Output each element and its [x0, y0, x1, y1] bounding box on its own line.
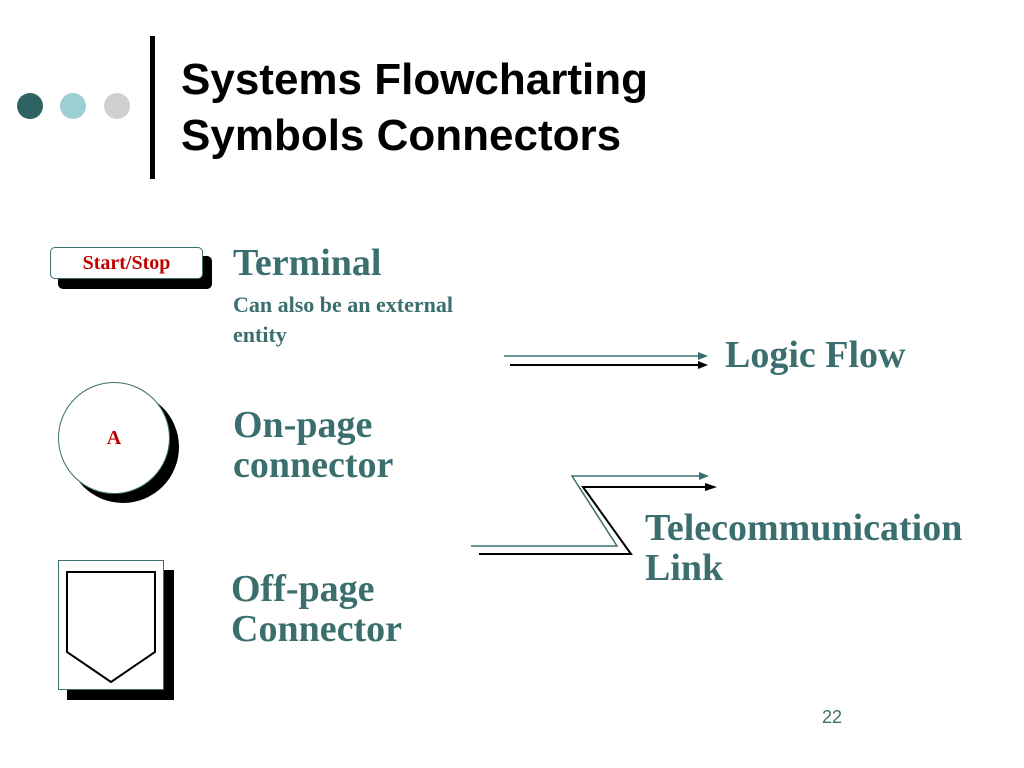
- on-page-connector-shape-text: A: [106, 427, 122, 449]
- telecommunication-link-arrow: [471, 472, 717, 555]
- logic-flow-label: Logic Flow: [725, 334, 906, 376]
- terminal-shape-text: Start/Stop: [82, 252, 171, 274]
- on-page-connector-label: On-page connector: [233, 405, 393, 485]
- on-page-connector-label-line-2: connector: [233, 444, 394, 486]
- terminal-note: Can also be an external entity: [233, 290, 453, 350]
- logic-flow-arrow: [504, 352, 708, 369]
- on-page-connector-symbol: A: [58, 382, 182, 506]
- decorative-dot-3: [104, 93, 130, 119]
- off-page-connector-label: Off-page Connector: [231, 569, 402, 649]
- terminal-label: Terminal: [233, 242, 382, 284]
- off-page-connector-symbol: [58, 560, 176, 702]
- terminal-note-line-1: Can also be an external: [233, 292, 453, 317]
- telecommunication-link-label-line-2: Link: [645, 547, 724, 589]
- terminal-symbol: Start/Stop: [50, 247, 214, 291]
- on-page-connector-shape: [58, 382, 170, 494]
- slide-title: Systems Flowcharting Symbols Connectors: [181, 52, 648, 164]
- decorative-dot-2: [60, 93, 86, 119]
- telecommunication-link-label-line-1: Telecommunication: [645, 507, 963, 549]
- page-number: 22: [822, 707, 843, 727]
- slide-title-line-2: Symbols Connectors: [181, 111, 622, 160]
- off-page-connector-label-line-1: Off-page: [231, 568, 375, 610]
- terminal-shape: [50, 247, 203, 279]
- terminal-note-line-2: entity: [233, 322, 287, 347]
- off-page-connector-shape: [66, 571, 156, 684]
- slide-title-line-1: Systems Flowcharting: [181, 55, 649, 104]
- title-divider: [150, 36, 155, 179]
- decorative-dot-1: [17, 93, 43, 119]
- on-page-connector-label-line-1: On-page: [233, 404, 373, 446]
- off-page-connector-label-line-2: Connector: [231, 608, 402, 650]
- telecommunication-link-label: Telecommunication Link: [645, 508, 962, 588]
